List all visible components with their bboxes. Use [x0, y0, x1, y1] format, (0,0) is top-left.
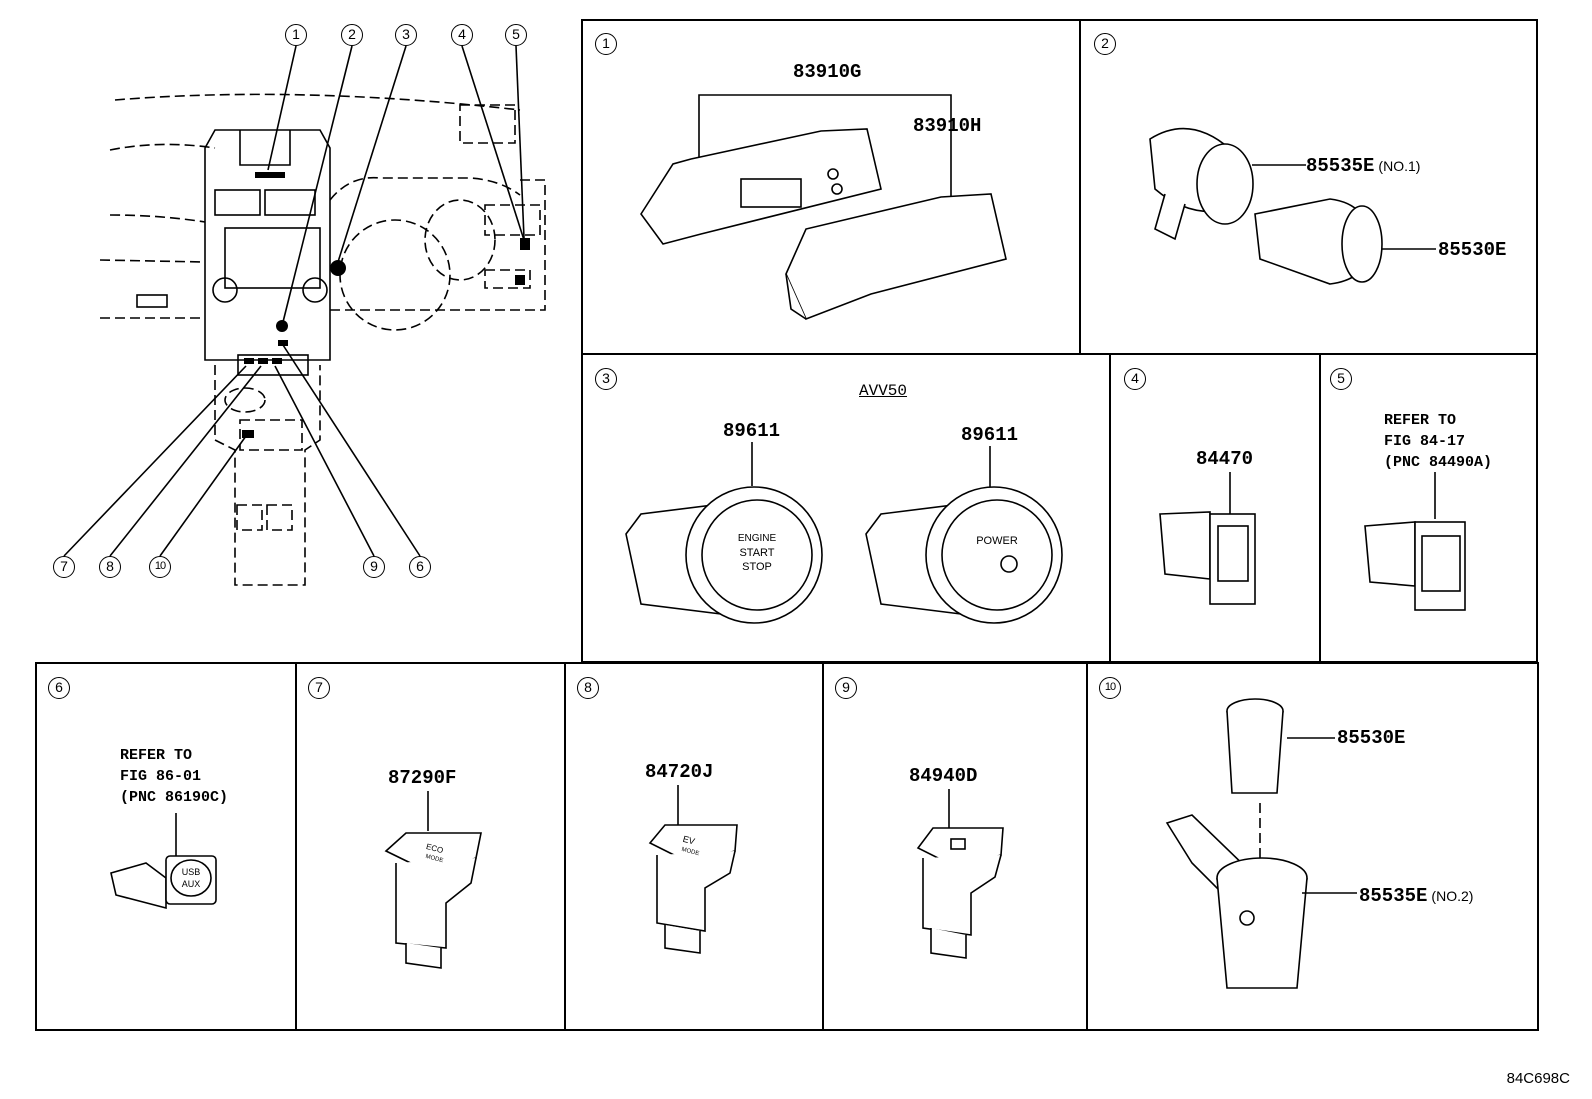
- panel-9: 9 84940D: [823, 663, 1087, 1030]
- refer-note-6: REFER TO FIG 86-01 (PNC 86190C): [120, 747, 229, 806]
- figure-code: 84C698C: [1506, 1070, 1570, 1087]
- part-89611-left: 89611: [723, 420, 781, 442]
- panel-4-number: 4: [1124, 368, 1146, 390]
- part-85530E: 85530E: [1438, 239, 1507, 261]
- switch-84470-illustration: [1159, 472, 1256, 605]
- button-text-stop: STOP: [742, 561, 772, 573]
- switch-text-mode: MODE: [425, 854, 444, 864]
- part-85530E-2: 85530E: [1337, 727, 1406, 749]
- panel-8-number: 8: [577, 677, 599, 699]
- panel-3-number: 3: [595, 368, 617, 390]
- part-85535E-no1: 85535E(NO.1): [1306, 155, 1420, 177]
- panel-6: 6 REFER TO FIG 86-01 (PNC 86190C) USB AU…: [36, 663, 296, 1030]
- overview-callout-7: 7: [53, 556, 75, 578]
- switch-text-ev-mode: MODE: [681, 847, 700, 857]
- part-suffix: (NO.2): [1431, 888, 1474, 904]
- overview-callout-8: 8: [99, 556, 121, 578]
- panel-10-number: 10: [1099, 677, 1121, 699]
- part-number: 85535E: [1359, 885, 1428, 907]
- panel-6-number: 6: [48, 677, 70, 699]
- part-84940D: 84940D: [909, 765, 978, 787]
- panel-7-number: 7: [308, 677, 330, 699]
- panel-2-number: 2: [1094, 33, 1116, 55]
- overview-callout-6: 6: [409, 556, 431, 578]
- part-84720J: 84720J: [645, 761, 714, 783]
- part-suffix: (NO.1): [1378, 158, 1421, 174]
- panel-5: 5 REFER TO FIG 84-17 (PNC 84490A): [1320, 354, 1538, 663]
- eco-mode-switch-illustration: ECO MODE: [384, 791, 482, 969]
- panel-7: 7 87290F ECO MODE: [296, 663, 565, 1030]
- button-text-engine: ENGINE: [738, 533, 777, 544]
- panel-4: 4 84470: [1110, 354, 1320, 663]
- ev-mode-switch-illustration: EV MODE: [648, 785, 738, 954]
- panel-1: 1 83910G 83910H: [581, 19, 1080, 354]
- panel-9-number: 9: [835, 677, 857, 699]
- panel-3: 3 AVV50 89611 89611 ENGINE START STOP PO…: [581, 354, 1110, 663]
- part-number: 85535E: [1306, 155, 1375, 177]
- usb-aux-illustration: USB AUX: [110, 813, 217, 910]
- part-89611-right: 89611: [961, 424, 1019, 446]
- switch-84490A-illustration: [1364, 472, 1466, 611]
- overview-callout-2: 2: [341, 24, 363, 46]
- button-text-power: POWER: [976, 535, 1018, 547]
- part-83910H: 83910H: [913, 115, 982, 137]
- switch-text-usb: USB: [182, 867, 201, 877]
- panel-8: 8 84720J EV MODE: [565, 663, 823, 1030]
- overview-callout-10: 10: [149, 556, 171, 578]
- overview-callout-5: 5: [505, 24, 527, 46]
- part-83910G: 83910G: [793, 61, 862, 83]
- overview-callout-1: 1: [285, 24, 307, 46]
- panel-1-number: 1: [595, 33, 617, 55]
- refer-note-5: REFER TO FIG 84-17 (PNC 84490A): [1384, 412, 1493, 471]
- socket-2-illustration: [1165, 698, 1357, 989]
- part-85535E-no2: 85535E(NO.2): [1359, 885, 1473, 907]
- overview-callout-4: 4: [451, 24, 473, 46]
- dashboard-illustration: [63, 45, 546, 586]
- panel-2: 2 85535E(NO.1) 85530E: [1080, 19, 1538, 354]
- clock-switch-illustration: [640, 94, 1007, 321]
- overview-callout-3: 3: [395, 24, 417, 46]
- overview-diagram: 1 2 3 4 5 7 8 10 9 6: [0, 0, 580, 660]
- button-text-start: START: [739, 547, 774, 559]
- switch-text-eco: ECO: [425, 842, 444, 855]
- switch-text-ev: EV: [682, 834, 696, 847]
- overview-callout-9: 9: [363, 556, 385, 578]
- switch-text-aux: AUX: [182, 879, 201, 889]
- start-button-illustration: ENGINE START STOP POWER: [625, 442, 1063, 624]
- socket-illustration: [1149, 127, 1436, 285]
- switch-84940D-illustration: [916, 789, 1004, 959]
- variant-label: AVV50: [859, 382, 908, 400]
- panel-5-number: 5: [1330, 368, 1352, 390]
- part-87290F: 87290F: [388, 767, 457, 789]
- panel-10: 10 85530E 85535E(NO.2): [1087, 663, 1538, 1030]
- part-84470: 84470: [1196, 448, 1254, 470]
